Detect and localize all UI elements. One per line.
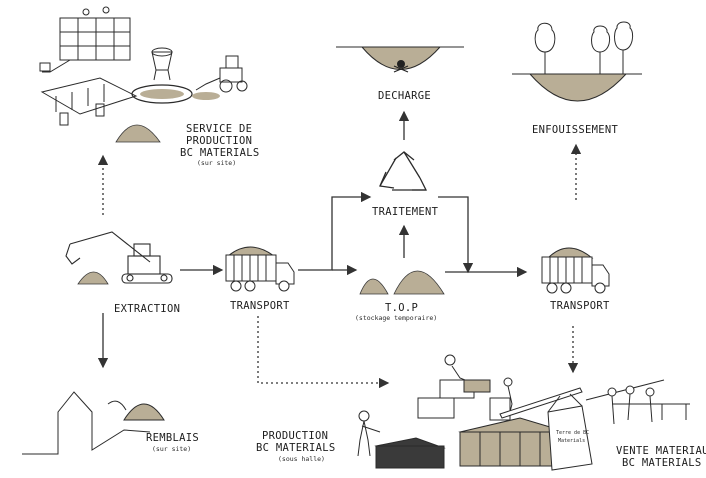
production-machinery-illustration bbox=[39, 6, 248, 126]
label-transport-left: TRANSPORT bbox=[230, 300, 290, 312]
recycle-icon bbox=[379, 151, 428, 191]
label-enfouissement: ENFOUISSEMENT bbox=[532, 124, 619, 136]
label-vente-line1: VENTE MATERIAU bbox=[616, 445, 706, 457]
mixer-machine bbox=[151, 47, 173, 81]
label-production-line2: BC MATERIALS bbox=[256, 442, 336, 454]
label-remblais: REMBLAIS bbox=[146, 432, 199, 444]
truck-right-illustration bbox=[541, 247, 610, 294]
mixing-pit bbox=[131, 84, 193, 104]
rammed-earth-wall bbox=[39, 6, 131, 73]
earth-pile-top-small bbox=[359, 278, 389, 295]
skull-icon bbox=[397, 60, 405, 68]
label-service-line3: BC MATERIALS bbox=[180, 147, 260, 159]
label-transport-right: TRANSPORT bbox=[550, 300, 610, 312]
label-service-line2: PRODUCTION bbox=[186, 135, 253, 147]
sublabel-production: (sous halle) bbox=[278, 455, 325, 463]
big-bag-and-workers bbox=[547, 379, 690, 471]
arrow-transport-to-traitement bbox=[298, 191, 372, 271]
bag-print-line2: Materials bbox=[558, 438, 586, 444]
brick-press-line bbox=[40, 77, 138, 126]
label-production-line1: PRODUCTION bbox=[262, 430, 329, 442]
label-extraction: EXTRACTION bbox=[114, 303, 181, 315]
earth-pile-service bbox=[115, 124, 161, 143]
brick-stacks-right bbox=[458, 417, 562, 467]
enfouissement-icon bbox=[512, 21, 642, 102]
earth-pile-extraction bbox=[77, 271, 109, 285]
label-vente-line2: BC MATERIALS bbox=[622, 457, 702, 469]
decharge-landfill-icon bbox=[336, 46, 464, 73]
press-workers bbox=[417, 354, 583, 421]
label-service-line1: SERVICE DE bbox=[186, 123, 253, 135]
label-traitement: TRAITEMENT bbox=[372, 206, 439, 218]
brick-stacks bbox=[374, 437, 446, 469]
production-hall-illustration bbox=[357, 354, 690, 471]
arrow-traitement-to-transport bbox=[438, 196, 474, 274]
remblais-illustration bbox=[22, 391, 165, 455]
label-top: T.O.P bbox=[385, 302, 419, 314]
sublabel-service: (sur site) bbox=[197, 159, 237, 167]
bag-print-line1: Terre de BC bbox=[556, 430, 590, 436]
flow-arrows bbox=[97, 110, 582, 389]
earth-pile-top-large bbox=[393, 270, 445, 295]
sublabel-remblais: (sur site) bbox=[152, 445, 192, 453]
arrow-transport-to-production bbox=[257, 316, 390, 389]
truck-left-illustration bbox=[225, 246, 295, 292]
loader-tractor bbox=[195, 55, 248, 93]
excavator-illustration bbox=[65, 231, 173, 284]
label-decharge: DECHARGE bbox=[378, 90, 431, 102]
sublabel-top: (stockage temporaire) bbox=[355, 314, 438, 322]
tree-icon bbox=[534, 21, 634, 74]
